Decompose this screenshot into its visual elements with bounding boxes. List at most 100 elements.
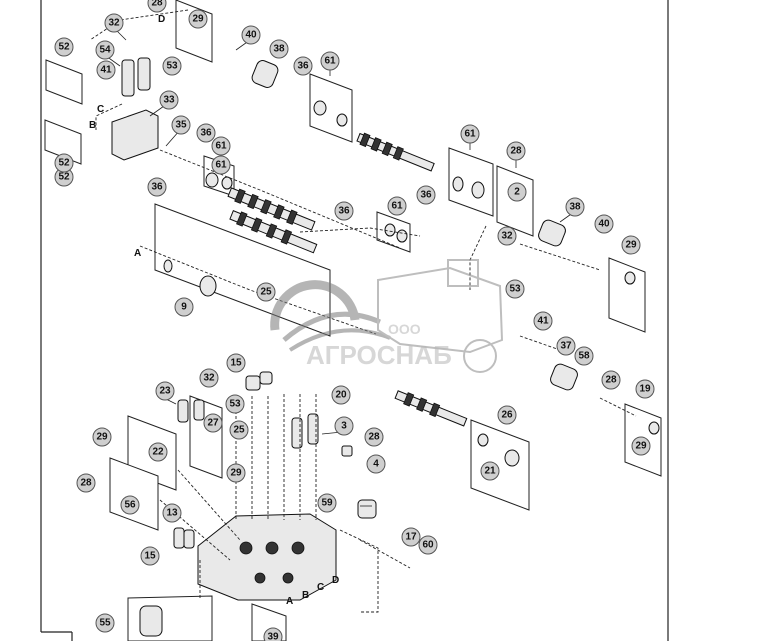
callout-52: 52: [54, 37, 74, 57]
callout-number: 61: [391, 201, 403, 212]
callout-3: 3: [334, 416, 354, 436]
callout-bubble: [211, 155, 231, 175]
callout-number: 29: [625, 240, 637, 251]
detail-panels: [44, 0, 662, 641]
callout-bubble: [241, 25, 261, 45]
harvester-icon: [377, 259, 504, 373]
callout-bubble: [533, 311, 553, 331]
callout-40: 40: [241, 25, 261, 45]
callout-bubble: [211, 136, 231, 156]
callout-number: 17: [405, 532, 417, 543]
callout-bubble: [364, 427, 384, 447]
callout-bubble: [95, 613, 115, 633]
callout-bubble: [256, 282, 276, 302]
callout-number: 29: [230, 468, 242, 479]
callout-bubble: [317, 493, 337, 513]
ref-letter-b-top: B: [89, 120, 96, 131]
callout-38: 38: [269, 39, 289, 59]
callout-number: 29: [96, 432, 108, 443]
watermark-company-name: АГРОСНАБ: [306, 340, 452, 370]
callout-bubble: [54, 37, 74, 57]
callout-number: 28: [510, 146, 522, 157]
callout-number: 25: [233, 425, 245, 436]
callout-bubble: [263, 627, 283, 641]
callout-number: 26: [501, 410, 513, 421]
watermark-prefix: ООО: [388, 321, 421, 337]
callout-number: 52: [58, 42, 70, 53]
callout-bubble: [416, 185, 436, 205]
callout-number: 61: [464, 129, 476, 140]
callout-bubble: [320, 51, 340, 71]
ref-letter-a-top: A: [134, 248, 141, 259]
callout-15: 15: [226, 353, 246, 373]
callout-number: 15: [230, 358, 242, 369]
callout-25: 25: [229, 420, 249, 440]
callout-36: 36: [416, 185, 436, 205]
callout-number: 59: [321, 498, 333, 509]
callout-bubble: [366, 454, 386, 474]
callout-21: 21: [480, 461, 500, 481]
callout-bubble: [95, 40, 115, 60]
callout-bubble: [226, 463, 246, 483]
callout-61: 61: [320, 51, 340, 71]
callout-61: 61: [460, 124, 480, 144]
callout-number: 28: [151, 0, 163, 9]
callout-number: 35: [175, 120, 187, 131]
callout-number: 38: [569, 202, 581, 213]
callout-32: 32: [104, 13, 124, 33]
callout-number: 58: [578, 351, 590, 362]
ref-letter-c-bottom: C: [317, 582, 324, 593]
callout-23: 23: [155, 381, 175, 401]
callout-29: 29: [92, 427, 112, 447]
callout-bubble: [269, 39, 289, 59]
callout-number: 19: [639, 384, 651, 395]
watermark-logo: ООО АГРОСНАБ: [270, 259, 504, 373]
callout-number: 41: [100, 65, 112, 76]
callout-28: 28: [76, 473, 96, 493]
callout-bubble: [601, 370, 621, 390]
callout-bubble: [199, 368, 219, 388]
ref-letter-b-bottom: B: [302, 590, 309, 601]
callout-bubble: [334, 201, 354, 221]
callout-38: 38: [565, 197, 585, 217]
callout-17: 17: [401, 527, 421, 547]
callout-bubble: [229, 420, 249, 440]
callout-53: 53: [162, 56, 182, 76]
callout-number: 4: [373, 459, 379, 470]
reference-letters: D C B A A B C D: [89, 14, 339, 607]
callout-bubble: [460, 124, 480, 144]
callout-number: 55: [99, 618, 111, 629]
callout-number: 52: [58, 158, 70, 169]
callout-55: 55: [95, 613, 115, 633]
callout-number: 36: [151, 182, 163, 193]
callout-58: 58: [574, 346, 594, 366]
callout-number: 25: [260, 287, 272, 298]
callout-29: 29: [631, 436, 651, 456]
callout-number: 40: [245, 30, 257, 41]
callout-number: 29: [192, 14, 204, 25]
callout-19: 19: [635, 379, 655, 399]
callout-number: 36: [297, 61, 309, 72]
callout-bubble: [120, 495, 140, 515]
ref-letter-a-bottom: A: [286, 596, 293, 607]
callout-33: 33: [159, 90, 179, 110]
callout-61: 61: [211, 155, 231, 175]
callout-61: 61: [387, 196, 407, 216]
callout-number: 28: [80, 478, 92, 489]
callout-number: 38: [273, 44, 285, 55]
callout-bubble: [162, 56, 182, 76]
callout-52: 52: [54, 153, 74, 173]
callout-29: 29: [226, 463, 246, 483]
callout-bubble: [505, 279, 525, 299]
callout-bubble: [497, 226, 517, 246]
callout-20: 20: [331, 385, 351, 405]
callout-bubble: [574, 346, 594, 366]
callout-41: 41: [96, 60, 116, 80]
callout-number: 13: [166, 508, 178, 519]
callout-39: 39: [263, 627, 283, 641]
callout-number: 40: [598, 219, 610, 230]
callout-bubble: [76, 473, 96, 493]
callout-number: 3: [341, 421, 347, 432]
callout-bubble: [148, 442, 168, 462]
